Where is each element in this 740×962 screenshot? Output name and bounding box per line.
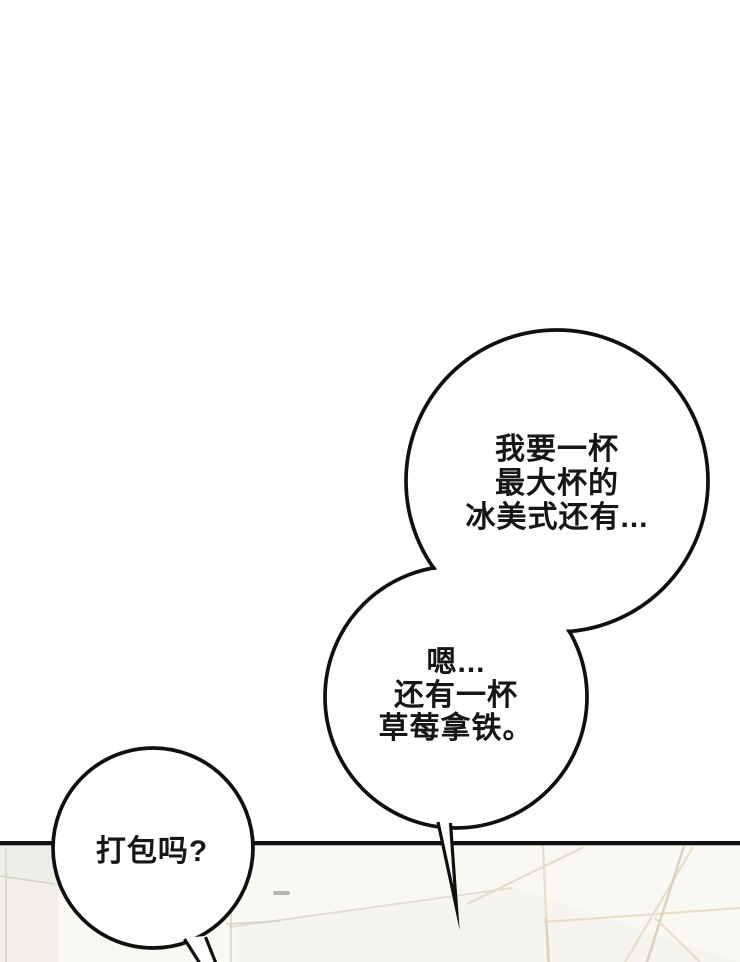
speech-text-reply: 打包吗?: [95, 835, 209, 868]
speech-bubble-top-outline: [404, 328, 710, 634]
bubble-tail-reply-right-edge: [204, 936, 218, 962]
bubble-tail-middle: [436, 821, 460, 931]
speech-bubble-middle-fill: [325, 566, 587, 828]
lattice-window-lines: [466, 844, 740, 962]
speech-text-order-2: 嗯... 还有一杯 草莓拿铁。: [378, 646, 534, 745]
bubble-tail-reply-fill: [184, 936, 218, 962]
background-left-panel-edge: [0, 875, 56, 885]
speech-bubble-reply-outline: [51, 746, 255, 950]
counter-top-line: [0, 841, 740, 846]
speech-bubble-reply: [51, 746, 255, 962]
background-counter-face: [236, 888, 740, 962]
speech-text-order-1: 我要一杯 最大杯的 冰美式还有...: [465, 433, 649, 534]
background-handle-dash: [273, 891, 290, 895]
background-shelf-horizontal-line: [225, 920, 281, 925]
speech-bubble-cluster: [323, 328, 710, 931]
speech-bubble-top-fill: [406, 330, 708, 632]
speech-bubble-middle-outline: [323, 564, 589, 830]
background-left-panel: [1, 845, 54, 882]
